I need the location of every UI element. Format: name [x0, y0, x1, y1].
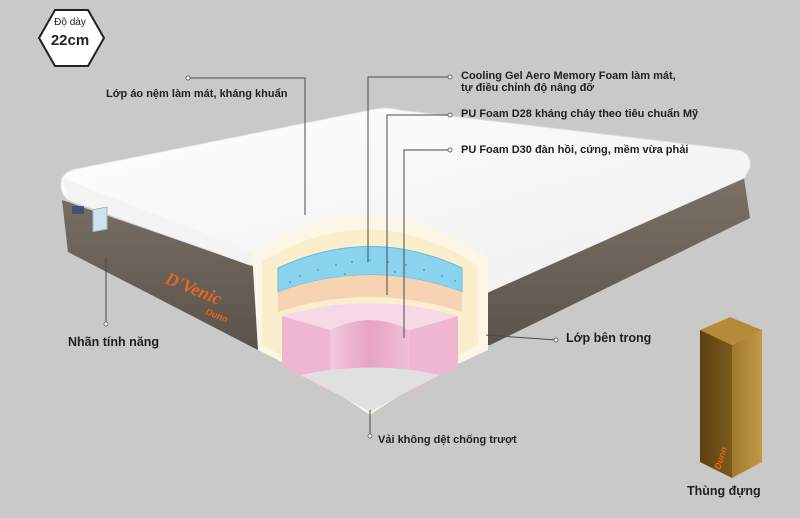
callout-inner-layer: Lớp bên trong	[566, 331, 652, 345]
thickness-badge	[37, 9, 106, 67]
feature-label-tag	[92, 206, 108, 233]
callout-nonslip: Vải không dệt chống trượt	[378, 434, 517, 446]
callout-gel-line2: tự điều chỉnh độ nâng đỡ	[461, 82, 595, 94]
callout-feature-label: Nhãn tính năng	[68, 335, 159, 349]
callout-gel-line1: Cooling Gel Aero Memory Foam làm mát,	[461, 70, 676, 82]
leader-lines	[105, 76, 557, 436]
side-logo-tag	[72, 206, 84, 214]
callout-d28: PU Foam D28 kháng cháy theo tiêu chuẩn M…	[461, 108, 699, 120]
thickness-label: Độ dày	[54, 17, 86, 28]
box-side	[732, 330, 762, 478]
mattress-top-edge	[62, 168, 750, 293]
mattress-side-panel	[62, 178, 750, 350]
callout-box: Thùng đựng	[687, 484, 761, 498]
callout-cover: Lớp áo nệm làm mát, kháng khuẩn	[106, 88, 288, 100]
d28-foam-layer	[278, 275, 462, 312]
leader-dots	[103, 74, 559, 439]
box-front	[700, 330, 732, 478]
box-top	[700, 317, 762, 345]
thickness-value: 22cm	[50, 32, 90, 49]
nonslip-base-layer	[300, 367, 440, 412]
callout-d30: PU Foam D30 đàn hồi, cứng, mềm vừa phải	[461, 144, 689, 156]
d30-foam-top	[282, 303, 458, 330]
